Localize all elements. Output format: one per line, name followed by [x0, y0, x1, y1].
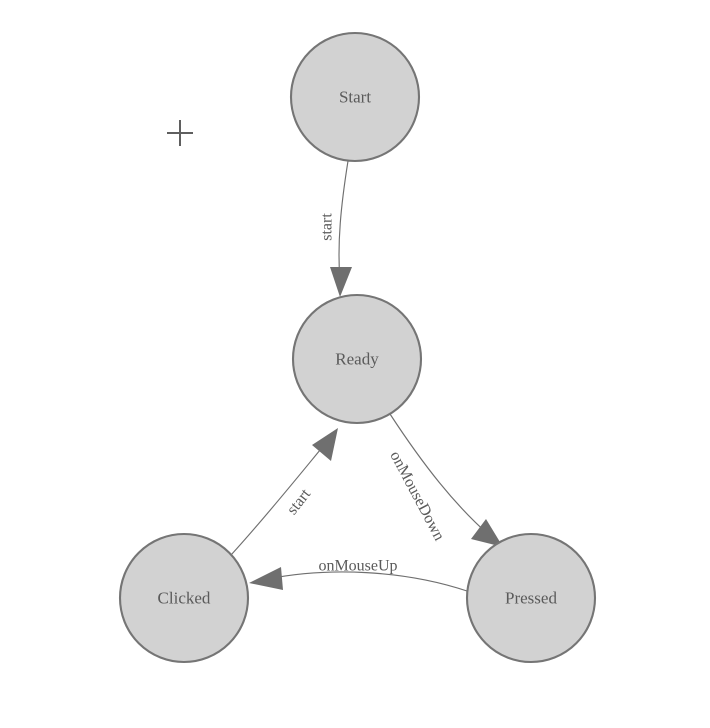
node-shape-start[interactable]	[289, 31, 421, 163]
arrowhead-start-to-ready	[330, 267, 352, 297]
node-shape-ready[interactable]	[291, 293, 423, 425]
edge-path-start-to-ready	[338, 160, 349, 282]
edge-label-pressed-to-clicked: onMouseUp	[318, 558, 397, 575]
edge-clicked-to-ready[interactable]: start	[230, 428, 338, 556]
edge-start-to-ready[interactable]: start	[319, 160, 353, 297]
node-label-pressed: Pressed	[505, 589, 557, 608]
node-label-clicked: Clicked	[158, 589, 211, 608]
edge-pressed-to-clicked[interactable]: onMouseUp	[249, 558, 468, 592]
edge-label-start-to-ready: start	[319, 213, 336, 241]
edge-ready-to-pressed[interactable]: onMouseDown	[386, 413, 503, 547]
arrowhead-ready-to-pressed	[471, 519, 503, 547]
arrowhead-pressed-to-clicked	[249, 567, 283, 590]
arrowhead-clicked-to-ready	[312, 428, 338, 461]
node-pressed[interactable]: Pressed	[465, 532, 597, 664]
edge-path-ready-to-pressed	[389, 413, 490, 536]
node-label-ready: Ready	[335, 350, 379, 369]
edge-path-clicked-to-ready	[230, 443, 326, 556]
node-clicked[interactable]: Clicked	[118, 532, 250, 664]
node-label-start: Start	[339, 88, 371, 107]
plus-marker[interactable]	[167, 120, 193, 146]
node-ready[interactable]: Ready	[291, 293, 423, 425]
node-start[interactable]: Start	[289, 31, 421, 163]
node-shape-clicked[interactable]	[118, 532, 250, 664]
node-shape-pressed[interactable]	[465, 532, 597, 664]
edge-label-ready-to-pressed: onMouseDown	[386, 448, 447, 543]
edge-label-clicked-to-ready: start	[284, 485, 315, 518]
edge-path-pressed-to-clicked	[267, 571, 468, 592]
